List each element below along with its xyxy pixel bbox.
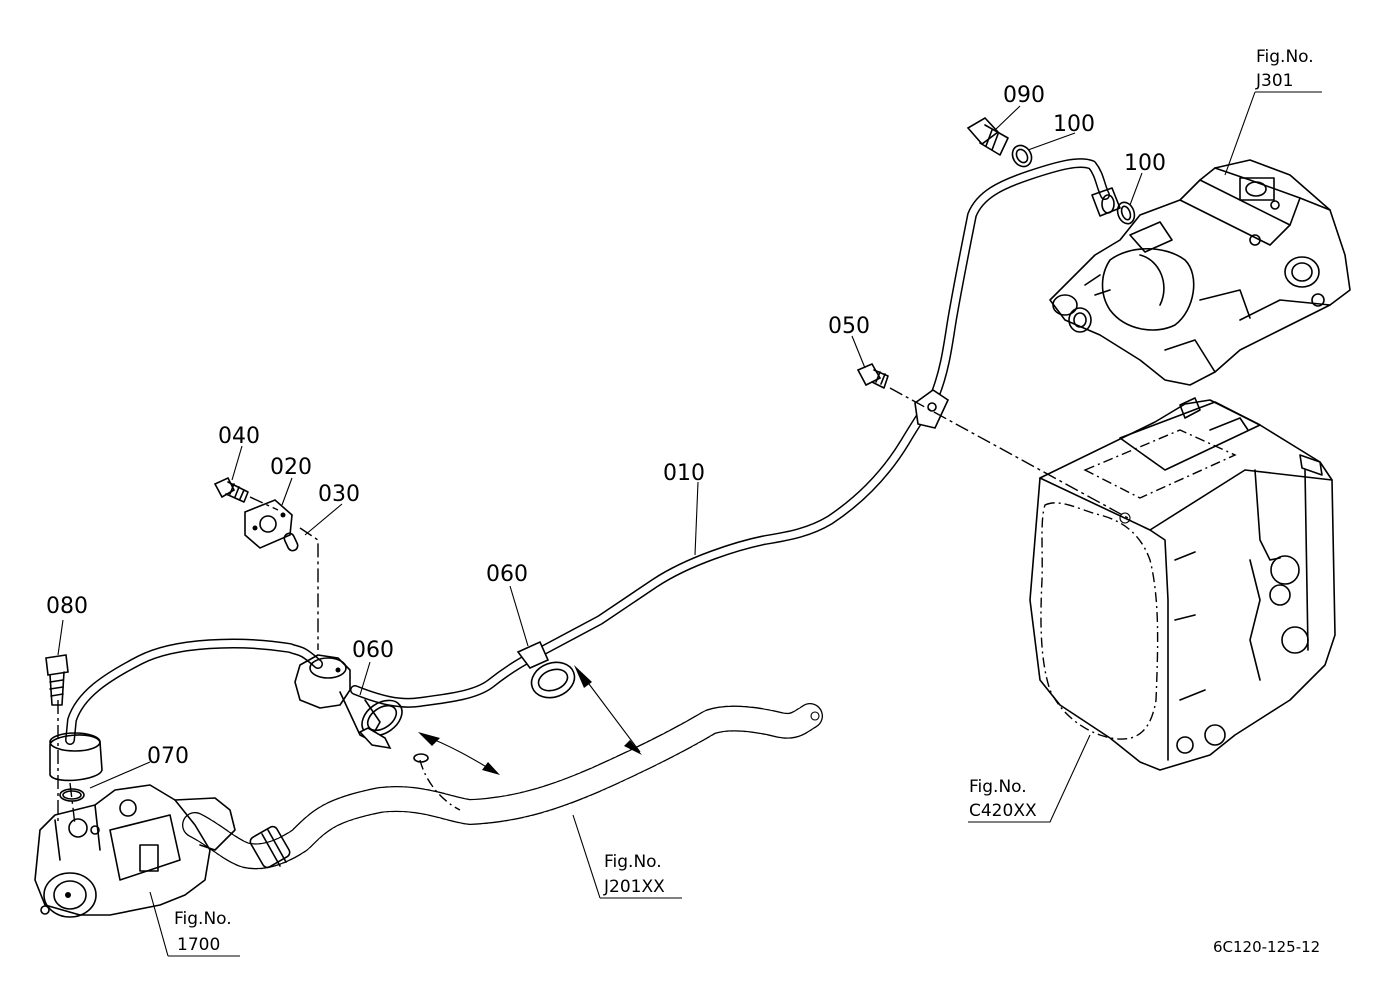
part-label-090: 090 bbox=[1003, 83, 1045, 108]
pipe-clip bbox=[914, 389, 950, 429]
fig-ref-j301-number: J301 bbox=[1255, 71, 1293, 91]
oring-030 bbox=[283, 532, 299, 552]
part-label-060-b: 060 bbox=[352, 638, 394, 663]
bolt-050 bbox=[856, 362, 1129, 519]
part-label-030: 030 bbox=[318, 482, 360, 507]
fig-ref-j201xx-number: J201XX bbox=[603, 877, 665, 897]
washer-100-b bbox=[1116, 201, 1136, 225]
clamp-060-a bbox=[358, 699, 403, 750]
bolt-080 bbox=[45, 654, 69, 706]
fig-ref-j201xx-label: Fig.No. bbox=[604, 852, 662, 872]
figure-references: Fig.No. J301 Fig.No. C420XX Fig.No. J201… bbox=[174, 47, 1314, 955]
washer-100-a bbox=[1011, 144, 1033, 168]
drawing-code: 6C120-125-12 bbox=[1213, 938, 1320, 956]
part-label-040: 040 bbox=[218, 424, 260, 449]
clamp-060-b bbox=[516, 640, 576, 699]
lift-valve-housing bbox=[1049, 159, 1351, 386]
fig-ref-c420xx-label: Fig.No. bbox=[969, 777, 1027, 797]
fig-ref-j301-label: Fig.No. bbox=[1256, 47, 1314, 67]
flange-020 bbox=[244, 499, 293, 549]
fig-ref-1700-label: Fig.No. bbox=[174, 909, 232, 929]
fig-ref-1700-number: 1700 bbox=[177, 935, 220, 955]
part-label-070: 070 bbox=[147, 744, 189, 769]
part-label-100-b: 100 bbox=[1124, 151, 1166, 176]
suction-hose-j201xx bbox=[182, 703, 823, 870]
transmission-housing bbox=[1029, 397, 1336, 771]
fig-ref-c420xx-number: C420XX bbox=[969, 801, 1037, 821]
part-label-050: 050 bbox=[828, 314, 870, 339]
bolt-040 bbox=[213, 476, 319, 650]
assembly-arrows bbox=[418, 665, 642, 775]
banjo-bolt-090 bbox=[966, 116, 1009, 156]
part-label-010: 010 bbox=[663, 461, 705, 486]
part-label-100-a: 100 bbox=[1053, 112, 1095, 137]
part-label-080: 080 bbox=[46, 594, 88, 619]
leader-lines bbox=[57, 91, 1322, 957]
hydraulic-pump bbox=[34, 784, 236, 918]
part-label-060-a: 060 bbox=[486, 562, 528, 587]
part-labels: 010 020 030 040 050 060 060 070 080 090 … bbox=[46, 83, 1166, 769]
part-label-020: 020 bbox=[270, 455, 312, 480]
pipe-010 bbox=[65, 158, 1121, 745]
pump-flange bbox=[49, 700, 103, 826]
